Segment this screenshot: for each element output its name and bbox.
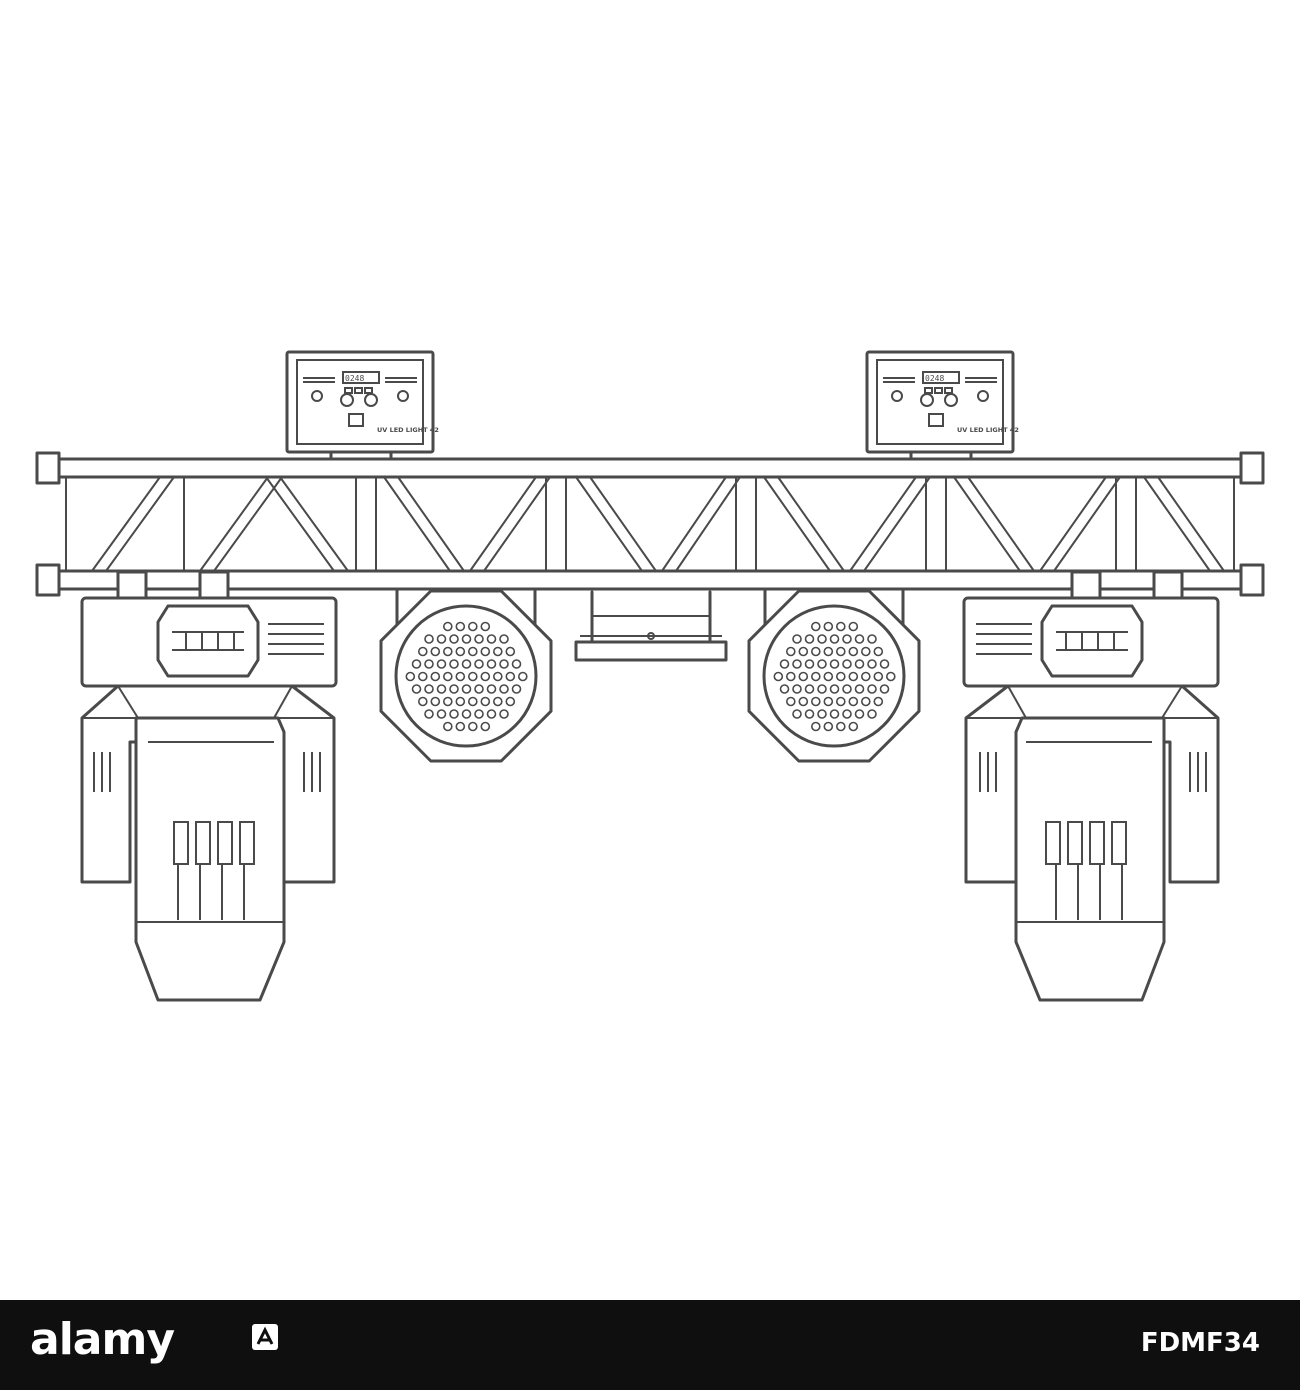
led-par-right (747, 588, 921, 763)
fixture-label: UV LED LIGHT 42 (377, 426, 439, 434)
truss-beam (35, 451, 1265, 597)
display-readout: 0248 (345, 374, 364, 383)
stage-truss-illustration: 0248 UV LED LIGHT 42 0248 UV LED LIGHT 4… (35, 350, 1265, 1002)
led-par-left (379, 588, 553, 763)
alamy-mark-icon (252, 1324, 278, 1350)
moving-head-left (80, 570, 338, 1002)
brand-logo[interactable]: alamy (30, 1314, 175, 1365)
display-readout: 0248 (925, 374, 944, 383)
footer-bar: alamy FDMF34 (0, 1300, 1300, 1390)
uv-led-fixture-left: 0248 UV LED LIGHT 42 (285, 350, 439, 462)
moving-head-right (962, 570, 1220, 1002)
center-strobe-fixture (574, 590, 728, 662)
uv-led-fixture-right: 0248 UV LED LIGHT 42 (865, 350, 1019, 462)
image-id: FDMF34 (1140, 1328, 1260, 1358)
fixture-label: UV LED LIGHT 42 (957, 426, 1019, 434)
